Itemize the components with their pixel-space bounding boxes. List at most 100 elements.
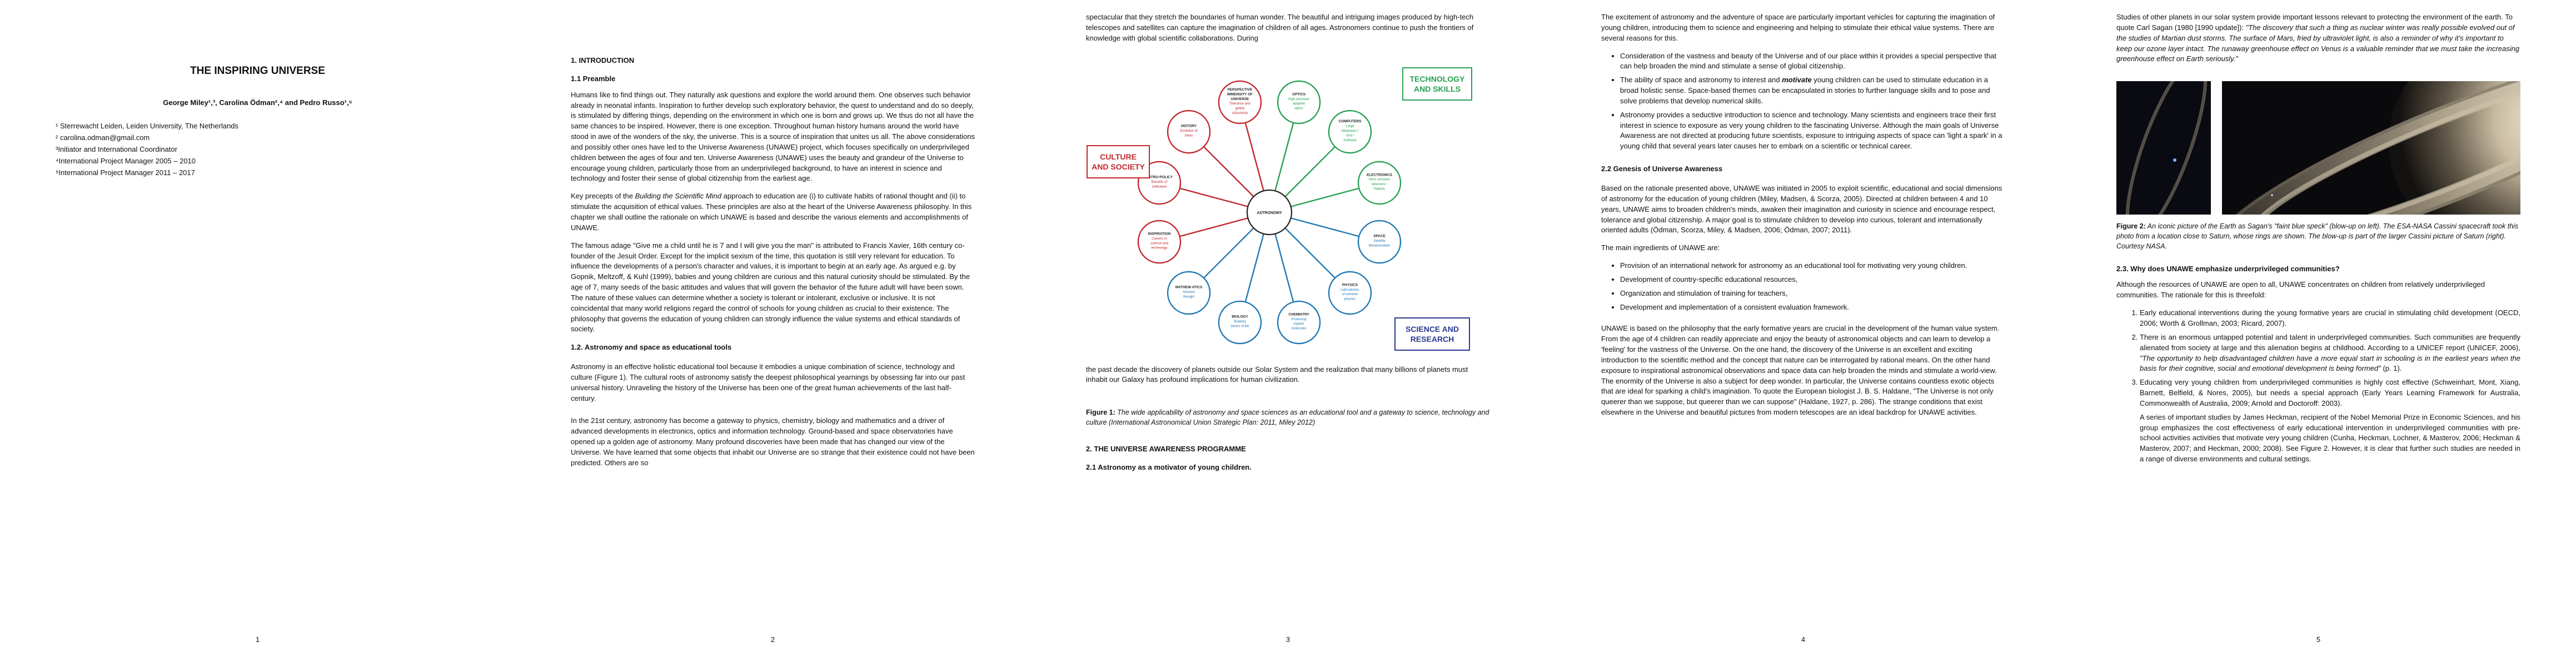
page-3: spectacular that they stretch the bounda… xyxy=(1030,0,1546,667)
node-desc: of extreme xyxy=(1342,293,1358,296)
paragraph: Although the resources of UNAWE are open… xyxy=(2116,280,2485,300)
list-item: Educating very young children from under… xyxy=(2140,377,2520,409)
section-heading: 1. INTRODUCTION xyxy=(571,56,635,64)
spoke-line xyxy=(1291,187,1359,207)
subsection-heading: 2.2 Genesis of Universe Awareness xyxy=(1601,165,1723,173)
technology-skills-label: AND SKILLS xyxy=(1414,84,1461,93)
spoke-line xyxy=(1179,217,1248,237)
node-desc: Careers in xyxy=(1152,237,1167,240)
paragraph: Based on the rationale presented above, … xyxy=(1601,183,2002,235)
earth-blowup-image xyxy=(2116,81,2211,215)
node-desc: Software xyxy=(1343,138,1357,142)
astronomy-gateway-diagram: OPTICSHigh-precisionadaptiveopticsCOMPUT… xyxy=(1087,67,1472,351)
diagram-node xyxy=(1277,80,1321,124)
node-desc: ideas xyxy=(1185,134,1193,137)
node-desc: Most sensitive xyxy=(1369,178,1391,181)
node-desc: Laboratories xyxy=(1341,288,1359,291)
culture-society-label: AND SOCIETY xyxy=(1092,162,1145,171)
technology-skills-box xyxy=(1402,67,1472,101)
diagram-node xyxy=(1277,300,1321,344)
spoke-line xyxy=(1244,122,1264,191)
technology-skills-label: TECHNOLOGY xyxy=(1410,74,1465,83)
page-4: The excitement of astronomy and the adve… xyxy=(1546,0,2061,667)
node-title: BIOLOGY xyxy=(1232,315,1248,318)
affiliation: ² carolina.odman@gmail.com xyxy=(56,133,150,142)
node-title: COMPUTERS xyxy=(1339,120,1362,123)
node-desc: Patents xyxy=(1374,187,1385,191)
earth-dot xyxy=(2173,158,2176,162)
affiliation: ⁴International Project Manager 2005 – 20… xyxy=(56,156,196,165)
hub-circle xyxy=(1246,189,1293,235)
affiliation: ³Initiator and International Coordinator xyxy=(56,145,177,154)
node-title: CHEMISTRY xyxy=(1288,312,1309,316)
node-desc: Abstract xyxy=(1183,290,1195,293)
diagram-node xyxy=(1357,161,1402,205)
node-desc: technology xyxy=(1151,246,1167,250)
saturn-earth-photo xyxy=(2116,37,2576,259)
list-item: Provision of an international network fo… xyxy=(1620,261,2005,271)
paragraph: spectacular that they stretch the bounda… xyxy=(1086,13,1474,42)
node-desc: Miniaturisation xyxy=(1369,244,1391,247)
node-desc: databases / xyxy=(1341,130,1358,133)
spoke-line xyxy=(1274,233,1294,302)
paragraph: the past decade the discovery of planets… xyxy=(1086,365,1468,384)
list-item: Astronomy provides a seductive introduct… xyxy=(1620,110,2005,152)
paragraph: Humans like to find things out. They nat… xyxy=(571,90,975,183)
node-title: PHYSICS xyxy=(1342,283,1358,287)
paragraph: In the 21st century, astronomy has becom… xyxy=(571,416,975,467)
spoke-line xyxy=(1284,146,1336,197)
science-research-label: RESEARCH xyxy=(1411,335,1454,344)
list-item: Development and implementation of a cons… xyxy=(1620,302,2005,313)
hub-label: ASTRONOMY xyxy=(1257,211,1282,215)
paragraph: The main ingredients of UNAWE are: xyxy=(1601,243,1720,252)
diagram-node xyxy=(1218,80,1262,124)
node-title: SPACE xyxy=(1373,234,1386,238)
node-desc: Large xyxy=(1346,125,1354,128)
node-title: ASTRO-POLICY xyxy=(1146,175,1173,179)
list-item: Consideration of the vastness and beauty… xyxy=(1620,51,2005,72)
page-number: 3 xyxy=(1285,635,1291,644)
page-5: Studies of other planets in our solar sy… xyxy=(2061,0,2576,667)
paragraph: UNAWE is based on the philosophy that th… xyxy=(1601,324,2000,417)
list-item: There is an enormous untapped potential … xyxy=(2140,332,2520,374)
node-title: OPTICS xyxy=(1292,92,1306,96)
subsection-heading: 1.2. Astronomy and space as educational … xyxy=(571,343,732,352)
paragraph: Astronomy is an effective holistic educa… xyxy=(571,362,965,402)
node-desc: civilisation xyxy=(1152,185,1167,188)
authors: George Miley¹,³, Carolina Ödman²,⁴ and P… xyxy=(163,98,352,107)
diagram-node xyxy=(1137,220,1182,263)
node-desc: thought xyxy=(1183,295,1194,298)
node-desc: Tolerance and xyxy=(1229,102,1250,106)
affiliation: ¹ Sterrewacht Leiden, Leiden University,… xyxy=(56,122,239,131)
science-research-box xyxy=(1394,317,1470,351)
diagram-node xyxy=(1328,271,1372,315)
node-desc: Producing xyxy=(1292,317,1307,321)
node-desc: detectors / xyxy=(1372,183,1387,186)
page-number: 4 xyxy=(1801,635,1806,644)
paragraph: The excitement of astronomy and the adve… xyxy=(1601,13,1995,42)
list-item: Organization and stimulation of training… xyxy=(1620,288,2005,299)
subsection-heading: 1.1 Preamble xyxy=(571,74,616,83)
spoke-line xyxy=(1291,217,1359,237)
node-desc: adaptive xyxy=(1293,102,1306,106)
node-desc: organic xyxy=(1293,322,1304,326)
node-title: UNIVERSE xyxy=(1231,97,1249,101)
numbered-list: Early educational interventions during t… xyxy=(2116,308,2520,465)
bullet-list: Provision of an international network fo… xyxy=(1601,261,2005,312)
node-desc: Evolution of xyxy=(1180,130,1198,133)
node-title: HISTORY xyxy=(1181,124,1197,128)
list-item: A series of important studies by James H… xyxy=(2140,412,2520,464)
node-desc: Building xyxy=(1234,320,1245,323)
diagram-node xyxy=(1167,109,1211,153)
spoke-line xyxy=(1203,227,1254,278)
affiliations: ¹ Sterrewacht Leiden, Leiden University,… xyxy=(56,121,460,178)
culture-society-label: CULTURE xyxy=(1100,152,1137,161)
node-desc: physics xyxy=(1344,297,1356,301)
node-desc: science and xyxy=(1150,242,1168,245)
page-number: 1 xyxy=(255,635,260,644)
figure-caption: Figure 2: An iconic picture of the Earth… xyxy=(2116,222,2519,251)
figure-2-images xyxy=(2116,37,2576,259)
affiliation: ⁵International Project Manager 2011 – 20… xyxy=(56,168,195,177)
node-desc: High-precision xyxy=(1288,97,1309,101)
bullet-list: Consideration of the vastness and beauty… xyxy=(1601,51,2005,152)
